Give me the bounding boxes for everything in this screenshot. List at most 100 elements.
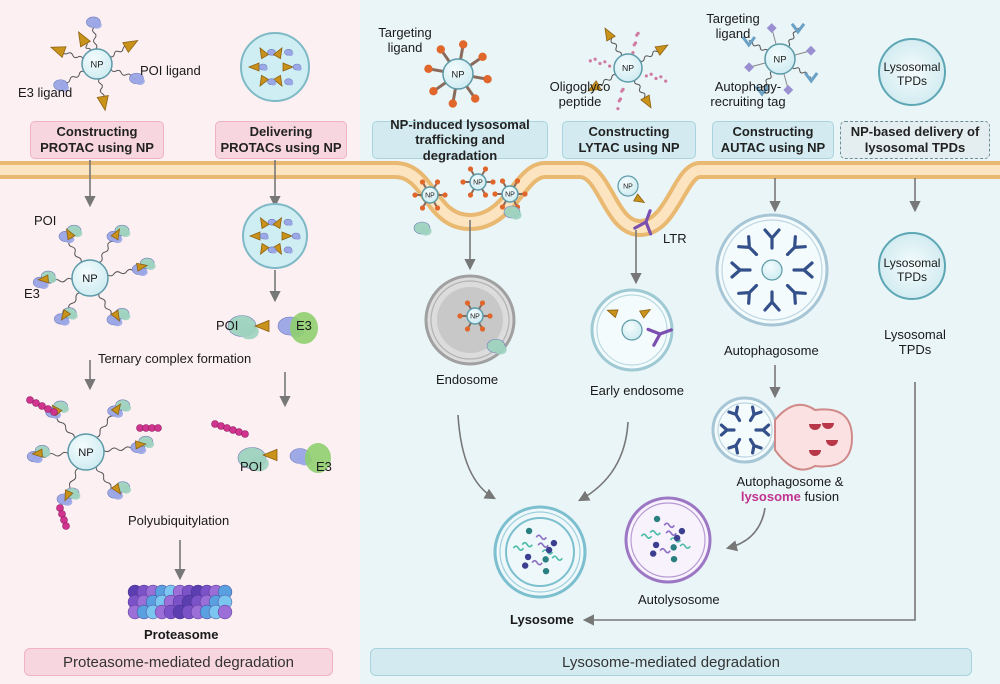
nanoparticle	[421, 186, 439, 204]
poi-label-top: POI	[34, 213, 57, 228]
e3-ligand-icon	[296, 66, 302, 71]
nanoparticle	[613, 53, 643, 83]
lysosome-inner	[499, 511, 581, 593]
e3-label-left: E3	[24, 286, 40, 301]
cargo-dot	[525, 527, 533, 535]
autophagosome-inner	[721, 219, 823, 321]
np-based-delivery-text: NP-based delivery of lysosomal TPDs	[850, 124, 980, 155]
e3-ligand-icon	[91, 21, 102, 29]
targeting-ligand-icon	[459, 40, 468, 49]
cargo-dot	[524, 553, 532, 561]
e3-label-ternary: E3	[296, 318, 312, 333]
cargo-dot	[649, 550, 657, 557]
autophagy-tag-label: Autophagy- recruiting tag	[710, 79, 786, 109]
poi-ligand-icon	[261, 448, 278, 462]
e3-ligand-icon	[59, 83, 70, 92]
cell-membrane	[0, 161, 1000, 237]
fusion-line-2: lysosome fusion	[737, 489, 844, 505]
ligand-dot	[499, 204, 506, 210]
cargo-dot	[542, 567, 550, 575]
e3-ligand-icon	[135, 77, 145, 86]
receptor-icon	[737, 235, 759, 257]
ligand-dot	[467, 192, 474, 198]
e3-ligand-icon	[263, 235, 269, 240]
autolysosome-label: Autolysosome	[638, 592, 720, 607]
targeting-ligand-icon	[790, 22, 806, 35]
glycopeptide-dot	[664, 79, 668, 83]
cargo-squiggle	[665, 530, 677, 536]
lysosome	[493, 505, 587, 599]
poi-icon	[144, 440, 155, 449]
ligand-dot	[482, 192, 489, 198]
proteasome-mediated-banner: Proteasome-mediated degradation	[24, 648, 333, 676]
delivering-protacs-text: Delivering PROTACs using NP	[220, 124, 342, 155]
ubiquitin-icon	[241, 430, 249, 438]
targeting-ligand-icon	[803, 72, 819, 84]
glycopeptide-dot	[636, 31, 640, 35]
cargo-dot	[521, 562, 529, 569]
e3-ligand-icon	[295, 235, 301, 240]
autophago-np	[761, 259, 783, 281]
nanoparticle	[71, 259, 109, 297]
cargo-dot	[652, 541, 660, 549]
nanoparticle	[764, 43, 796, 75]
nanoparticle	[501, 185, 519, 203]
cargo-dot	[670, 544, 677, 551]
receptor-icon	[754, 423, 771, 437]
ubiquitin-icon	[38, 402, 46, 410]
ubiquitin-icon	[50, 408, 58, 416]
cargo-squiggle	[640, 533, 653, 539]
cargo-squiggle	[531, 559, 543, 566]
fusion-autophagosome	[711, 396, 779, 464]
autolysosome-inner	[630, 502, 706, 578]
linker	[761, 70, 774, 91]
receptor-icon	[646, 327, 673, 347]
poi-ligand-icon	[37, 274, 49, 284]
cargo-squiggle	[551, 555, 563, 562]
targeting-ligand-icon	[429, 87, 438, 96]
oligoglyco-peptide-label: Oligoglyco peptide	[549, 79, 611, 109]
poi-ligand-icon	[259, 74, 270, 87]
poi-icon	[120, 312, 131, 321]
poi-icon	[239, 323, 259, 340]
targeting-ligand-icon	[478, 52, 487, 61]
receptor-icon	[792, 261, 814, 279]
enzyme-icon	[809, 450, 821, 456]
poi-ligand-icon	[253, 319, 270, 333]
constructing-lytac-text: Constructing LYTAC using NP	[578, 124, 680, 155]
lysosomal-tpds-mid-label: Lysosomal TPDs	[883, 256, 941, 284]
poi-icon	[46, 275, 57, 284]
poi-icon	[494, 344, 507, 355]
targeting-ligand-label-1: Targeting ligand	[378, 25, 432, 55]
e3-ligand-icon	[38, 281, 49, 290]
np-label: NP	[622, 63, 634, 73]
poi-ligand-icon	[49, 46, 67, 58]
delivering-protacs-box: Delivering PROTACs using NP	[215, 121, 347, 159]
fusion-line-1: Autophagosome &	[736, 474, 844, 489]
receptor-icon	[785, 235, 807, 257]
ligand-dot	[490, 179, 496, 185]
e3-ligand-icon	[62, 498, 73, 506]
e3-ligand-icon	[137, 268, 148, 276]
endosome-inner	[430, 280, 510, 360]
poi-label-ternary: POI	[216, 318, 239, 333]
glycopeptide-dot	[603, 60, 607, 64]
poi-ligand-icon	[604, 27, 616, 42]
tag-linker	[771, 29, 777, 46]
e3-ligase-icon	[290, 312, 318, 344]
e3-label-ub: E3	[316, 459, 332, 474]
poi-icon	[72, 229, 83, 238]
poi-ligand-icon	[110, 482, 122, 495]
lytac-np-membrane	[617, 175, 639, 197]
e3-ligand-icon	[287, 221, 293, 226]
poi-icon	[40, 449, 51, 458]
ligand-dot	[479, 326, 486, 332]
glycopeptide-dot	[654, 76, 658, 81]
e3-ligand-icon	[113, 491, 124, 500]
constructing-protac-text: Constructing PROTAC using NP	[40, 124, 154, 155]
early-endo-np	[621, 319, 643, 341]
receptor-icon	[633, 209, 653, 236]
cargo-dot	[673, 534, 681, 542]
